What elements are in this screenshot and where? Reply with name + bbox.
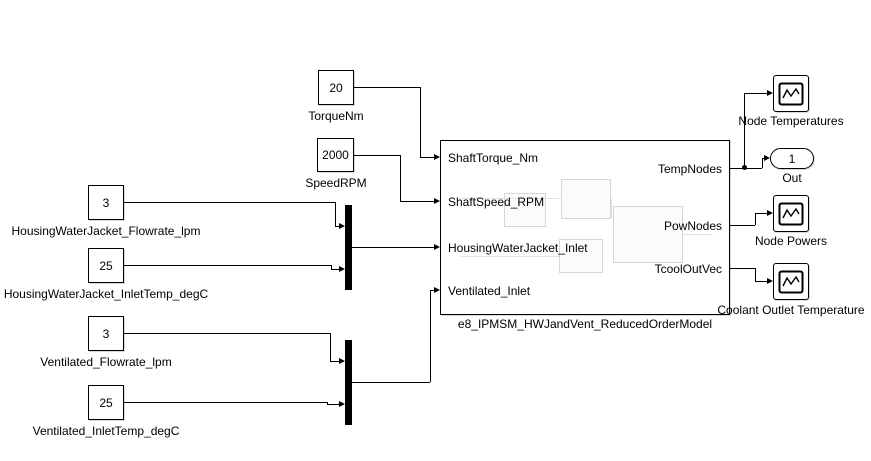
signal-wire bbox=[730, 225, 755, 226]
scope-label-node-powers: Node Powers bbox=[754, 234, 828, 248]
constant-block-torque[interactable]: 20 bbox=[318, 70, 354, 105]
output-port-pownodes: PowNodes bbox=[663, 219, 722, 233]
wire-arrowhead-icon bbox=[767, 278, 773, 284]
signal-wire bbox=[755, 281, 767, 282]
input-port-shafttorque: ShaftTorque_Nm bbox=[448, 151, 539, 165]
signal-wire bbox=[755, 213, 767, 214]
input-port-ventilated-inlet: Ventilated_Inlet bbox=[448, 284, 531, 298]
wire-arrowhead-icon bbox=[339, 223, 345, 229]
signal-wire bbox=[420, 157, 434, 158]
signal-wire bbox=[335, 226, 339, 227]
output-port-tcooloutvec: TcoolOutVec bbox=[654, 262, 722, 276]
wire-arrowhead-icon bbox=[434, 154, 440, 160]
scope-block-node-temperatures[interactable] bbox=[773, 75, 809, 112]
subsystem-block[interactable]: ShaftTorque_Nm ShaftSpeed_RPM HousingWat… bbox=[440, 140, 730, 315]
subsystem-preview-block bbox=[559, 239, 603, 273]
constant-value: 25 bbox=[99, 395, 113, 410]
scope-label-coolant-outlet: Coolant Outlet Temperature bbox=[717, 303, 865, 317]
subsystem-preview-wire bbox=[461, 198, 561, 199]
wire-arrowhead-icon bbox=[339, 401, 345, 407]
subsystem-preview-block bbox=[613, 206, 683, 263]
scope-screen-icon bbox=[778, 270, 804, 293]
subsystem-preview-wire bbox=[611, 198, 612, 218]
signal-wire bbox=[354, 155, 400, 156]
signal-wire bbox=[762, 158, 763, 168]
constant-block-vent-flowrate[interactable]: 3 bbox=[88, 316, 124, 351]
signal-wire bbox=[400, 201, 434, 202]
mux-block-ventilated[interactable] bbox=[345, 340, 352, 425]
output-port-tempnodes: TempNodes bbox=[657, 162, 722, 176]
signal-wire bbox=[762, 158, 764, 159]
block-label-vent-flowrate: Ventilated_Flowrate_lpm bbox=[40, 355, 172, 369]
signal-wire bbox=[430, 290, 431, 382]
block-label-vent-inlettemp: Ventilated_InletTemp_degC bbox=[32, 424, 180, 438]
signal-wire bbox=[331, 265, 332, 269]
constant-value: 3 bbox=[102, 195, 110, 210]
signal-wire bbox=[755, 268, 756, 281]
wire-arrowhead-icon bbox=[339, 358, 345, 364]
input-port-shaftspeed: ShaftSpeed_RPM bbox=[448, 195, 545, 209]
signal-wire bbox=[330, 361, 339, 362]
mux-block-housing[interactable] bbox=[345, 205, 352, 290]
signal-wire bbox=[755, 213, 756, 225]
subsystem-preview-wire bbox=[683, 234, 713, 235]
signal-wire bbox=[352, 382, 430, 383]
scope-block-coolant-outlet[interactable] bbox=[773, 263, 809, 300]
signal-wire bbox=[744, 93, 745, 168]
wire-arrowhead-icon bbox=[767, 90, 773, 96]
signal-wire bbox=[354, 87, 420, 88]
constant-block-speed[interactable]: 2000 bbox=[317, 138, 354, 172]
scope-screen-icon bbox=[778, 82, 804, 105]
constant-block-vent-inlettemp[interactable]: 25 bbox=[88, 385, 124, 420]
wire-arrowhead-icon bbox=[434, 198, 440, 204]
signal-wire bbox=[327, 404, 339, 405]
subsystem-preview-wire bbox=[461, 256, 559, 257]
block-label-hwj-flowrate: HousingWaterJacket_Flowrate_lpm bbox=[11, 224, 201, 238]
signal-wire bbox=[400, 155, 401, 201]
wire-arrowhead-icon bbox=[434, 244, 440, 250]
signal-wire bbox=[124, 333, 330, 334]
constant-block-hwj-flowrate[interactable]: 3 bbox=[88, 185, 124, 220]
constant-value: 25 bbox=[99, 258, 113, 273]
subsystem-preview-block bbox=[561, 179, 611, 219]
signal-wire bbox=[124, 202, 335, 203]
signal-wire bbox=[352, 247, 434, 248]
constant-value: 20 bbox=[329, 80, 343, 95]
signal-wire bbox=[331, 269, 339, 270]
signal-wire bbox=[330, 333, 331, 361]
outport-block[interactable]: 1 bbox=[770, 148, 814, 169]
signal-wire bbox=[124, 265, 331, 266]
signal-wire bbox=[420, 87, 421, 157]
scope-block-node-powers[interactable] bbox=[773, 195, 809, 232]
signal-wire bbox=[430, 290, 434, 291]
signal-wire bbox=[335, 202, 336, 226]
constant-value: 3 bbox=[102, 326, 110, 341]
signal-wire bbox=[327, 402, 328, 404]
signal-wire bbox=[730, 268, 755, 269]
wire-arrowhead-icon bbox=[764, 155, 770, 161]
scope-label-node-temperatures: Node Temperatures bbox=[738, 114, 844, 128]
constant-block-hwj-inlettemp[interactable]: 25 bbox=[88, 248, 124, 283]
input-port-housing-inlet: HousingWaterJacket_Inlet bbox=[448, 241, 588, 255]
outport-label: Out bbox=[782, 171, 802, 185]
block-label-speed: SpeedRPM bbox=[305, 176, 367, 190]
outport-number: 1 bbox=[788, 151, 796, 166]
block-label-hwj-inlettemp: HousingWaterJacket_InletTemp_degC bbox=[3, 287, 209, 301]
signal-wire bbox=[124, 402, 327, 403]
signal-wire bbox=[744, 93, 767, 94]
block-label-torque: TorqueNm bbox=[308, 109, 364, 123]
wire-arrowhead-icon bbox=[339, 266, 345, 272]
constant-value: 2000 bbox=[322, 148, 349, 162]
scope-screen-icon bbox=[778, 202, 804, 225]
subsystem-label: e8_IPMSM_HWJandVent_ReducedOrderModel bbox=[457, 317, 713, 331]
wire-arrowhead-icon bbox=[434, 287, 440, 293]
wire-arrowhead-icon bbox=[767, 210, 773, 216]
